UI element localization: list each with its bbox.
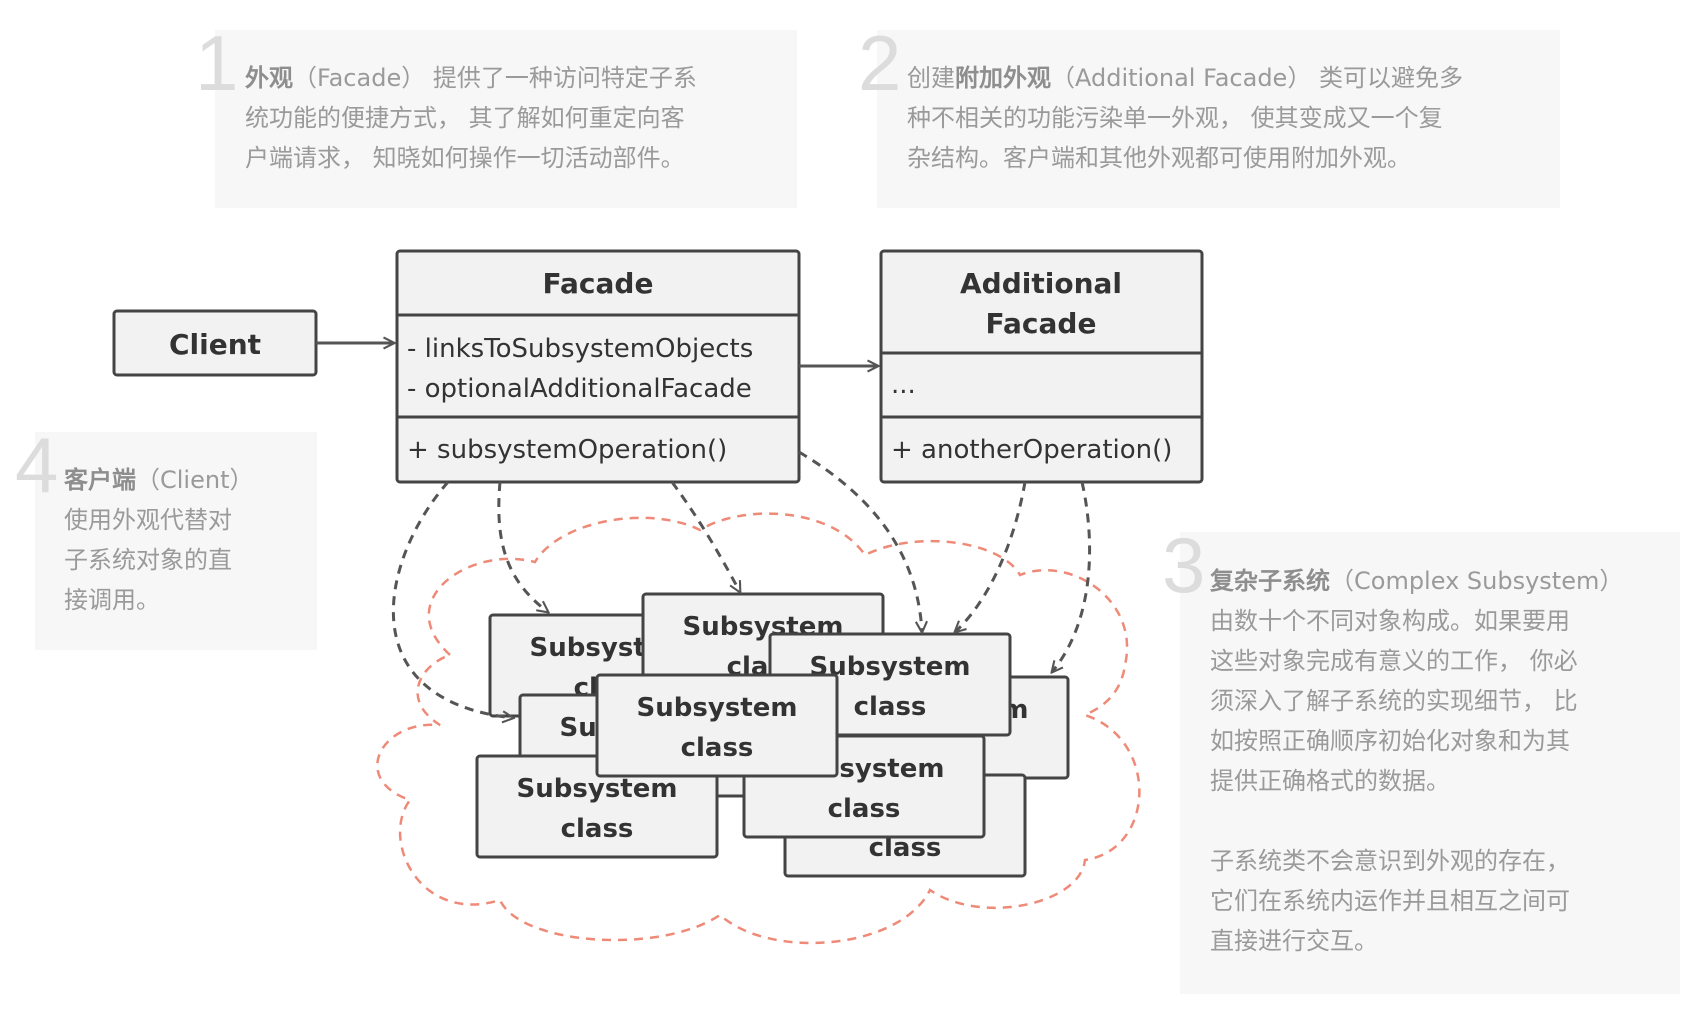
dependency-arrow (955, 481, 1027, 632)
note-background (877, 30, 1560, 208)
subsystem-class[interactable]: Subsystem class (595, 673, 839, 778)
additional-facade-title: Facade (986, 307, 1097, 340)
note-line: 外观（Facade） 提供了一种访问特定子系 (245, 64, 697, 92)
facade-method: + subsystemOperation() (407, 435, 727, 465)
dependency-arrow (1052, 481, 1092, 672)
note-line: 复杂子系统（Complex Subsystem） (1209, 567, 1623, 595)
subsystem-class-label: class (681, 733, 754, 763)
note-line: 接调用。 (64, 586, 160, 614)
note-line: 须深入了解子系统的实现细节， 比 (1210, 687, 1578, 715)
additional-facade-class[interactable]: Additional Facade ... + anotherOperation… (879, 249, 1204, 484)
note-line: 子系统类不会意识到外观的存在， (1210, 847, 1570, 875)
note-line: 客户端（Client） (64, 466, 253, 494)
subsystem-class-label: class (854, 692, 927, 722)
additional-facade-field: ... (891, 370, 916, 400)
additional-facade-method: + anotherOperation() (891, 435, 1172, 465)
note-complex-subsystem: 3 复杂子系统（Complex Subsystem） 由数十个不同对象构成。如果要… (1162, 521, 1680, 994)
dependency-arrow (391, 481, 513, 718)
facade-field: - linksToSubsystemObjects (407, 334, 753, 364)
facade-class[interactable]: Facade - linksToSubsystemObjects - optio… (395, 249, 801, 484)
note-line: 种不相关的功能污染单一外观， 使其变成又一个复 (907, 104, 1443, 132)
note-line: 统功能的便捷方式， 其了解如何重定向客 (245, 104, 685, 132)
note-line: 这些对象完成有意义的工作， 你必 (1210, 647, 1578, 675)
note-background (1180, 532, 1680, 994)
subsystem-class-label: Subsystem (637, 693, 798, 723)
dependency-arrow (497, 481, 548, 612)
note-additional-facade: 2 创建附加外观（Additional Facade） 类可以避免多种不相关的功… (858, 19, 1560, 208)
subsystem-class[interactable]: Subsystem class (475, 754, 719, 859)
dependency-arrow (670, 481, 740, 592)
subsystem-cloud (376, 512, 1141, 945)
note-background (35, 432, 317, 650)
subsystem-class-label: class (828, 794, 901, 824)
note-line: 户端请求， 知晓如何操作一切活动部件。 (245, 144, 685, 172)
note-line: 子系统对象的直 (64, 546, 232, 574)
additional-facade-title: Additional (960, 267, 1122, 300)
subsystem-class-box (595, 673, 839, 778)
note-line: 创建附加外观（Additional Facade） 类可以避免多 (907, 64, 1463, 92)
note-line: 直接进行交互。 (1210, 927, 1378, 955)
facade-title: Facade (543, 267, 654, 300)
note-line: 它们在系统内运作并且相互之间可 (1210, 887, 1570, 915)
note-number: 1 (195, 19, 238, 107)
note-number: 2 (858, 19, 901, 107)
note-line: 杂结构。客户端和其他外观都可使用附加外观。 (907, 144, 1411, 172)
note-background (215, 30, 797, 208)
note-number: 3 (1162, 521, 1205, 609)
client-label: Client (169, 328, 261, 361)
additional-facade-box (879, 249, 1204, 484)
subsystem-class-label: class (561, 814, 634, 844)
subsystem-classes: SubsystemclassSubsystemclassSubsystemcla… (475, 592, 1070, 878)
dependency-arrow (798, 450, 922, 632)
client-class[interactable]: Client (112, 309, 318, 377)
note-line: 如按照正确顺序初始化对象和为其 (1210, 727, 1570, 755)
facade-field: - optionalAdditionalFacade (407, 374, 752, 404)
note-number: 4 (15, 421, 58, 509)
note-line: 由数十个不同对象构成。如果要用 (1210, 607, 1570, 635)
note-line: 使用外观代替对 (64, 506, 232, 534)
subsystem-class-label: Subsystem (517, 774, 678, 804)
note-line: 提供正确格式的数据。 (1210, 767, 1450, 795)
